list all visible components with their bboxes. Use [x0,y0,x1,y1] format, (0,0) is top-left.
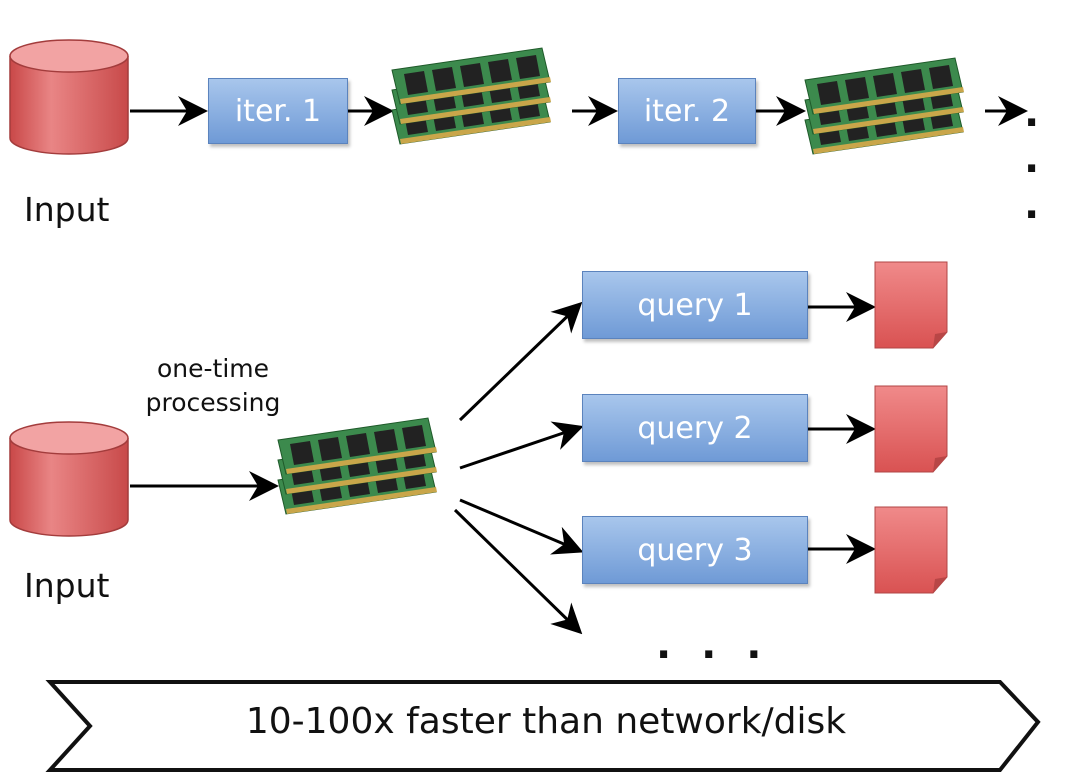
arrow [458,301,583,422]
top-input-label: Input [24,190,110,229]
top-continuation: . . . [1024,90,1048,228]
query1-box: query 1 [582,271,808,339]
bottom-continuation: . . . [656,622,770,668]
ram-modules-icon [392,48,551,144]
arrow [459,498,584,555]
query2-box: query 2 [582,394,808,462]
input-database-icon [9,39,129,155]
iter2-box: iter. 2 [618,78,756,144]
banner-text: 10-100x faster than network/disk [245,701,847,742]
output-document-icon [874,506,948,594]
one-time-processing-note: one-time processing [128,352,298,420]
arrow [453,508,583,635]
ram-modules-icon [805,58,964,154]
banner-chevron [45,680,1041,772]
bottom-input-label: Input [24,566,110,605]
ram-modules-icon [278,418,437,514]
note-line-2: processing [145,387,281,417]
arrow [459,421,584,470]
note-line-1: one-time [156,354,270,383]
output-document-icon [874,385,948,473]
iter1-box: iter. 1 [208,78,348,144]
output-document-icon [874,261,948,349]
query3-box: query 3 [582,516,808,584]
input-database-icon [9,421,129,537]
